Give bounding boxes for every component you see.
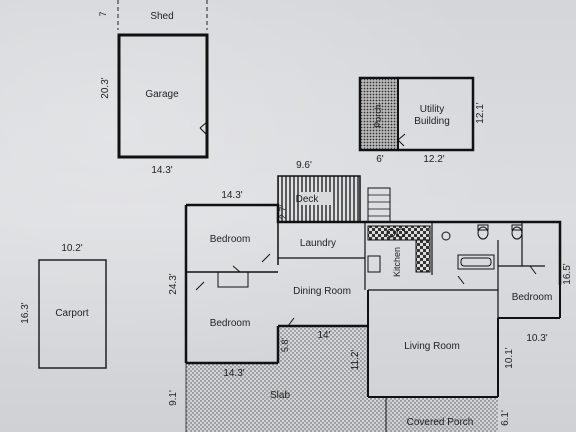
dim-11-2: 11.2' (350, 350, 361, 371)
deck-dim-width: 9.6' (296, 160, 312, 171)
carport-dim-height: 16.3' (20, 302, 31, 323)
shed-label: Shed (150, 11, 173, 22)
garage-label: Garage (145, 89, 179, 100)
house-walls (184, 203, 562, 398)
bath-fixtures (441, 224, 523, 270)
carport-dim-width: 10.2' (61, 243, 82, 254)
garage-dim-height: 20.3' (100, 77, 111, 98)
dim-bottom: 14.3' (223, 368, 244, 379)
carport: Carport 10.2' 16.3' (20, 243, 107, 369)
bedroom-nw-label: Bedroom (210, 234, 251, 245)
utility-label-2: Building (414, 116, 450, 127)
laundry-label: Laundry (300, 238, 336, 249)
kitchen-label: Kitchen (392, 247, 402, 277)
porch-label: Porch (373, 104, 383, 128)
dim-5-8: 5.8' (280, 338, 290, 353)
dim-16-5: 16.5' (562, 263, 573, 284)
bedroom-e-label: Bedroom (512, 292, 553, 303)
utility-dim-height: 12.1' (475, 102, 486, 123)
dim-top: 14.3' (221, 190, 242, 201)
covered-porch-dim: 6.1' (500, 410, 511, 426)
carport-label: Carport (55, 308, 89, 319)
garage-dim-width: 14.3' (151, 165, 172, 176)
kitchen-fixtures: Kitchen (367, 225, 431, 277)
bedroom-sw-label: Bedroom (210, 318, 251, 329)
porch-dim: 6' (376, 154, 384, 165)
dim-10-1: 10.1' (504, 347, 515, 368)
dining-label: Dining Room (293, 286, 351, 297)
deck-dim-height: 2.7' (278, 205, 288, 220)
deck-label: Deck (296, 194, 320, 205)
dim-10-3: 10.3' (526, 333, 547, 344)
garage: Garage 20.3' 14.3' (100, 33, 209, 176)
shed-dim-side: 7 (98, 11, 108, 16)
dim-14: 14' (317, 330, 330, 341)
covered-porch: Covered Porch 6.1' (385, 397, 511, 432)
slab: Slab 9.1' (168, 326, 386, 432)
slab-label: Slab (270, 390, 290, 401)
utility-building: Porch Utility Building 12.1' 6' 12.2' (358, 76, 486, 165)
living-label: Living Room (404, 341, 460, 352)
house-dimensions: 14.3' 24.3' 14.3' 5.8' 14' 11.2' 10.1' 1… (168, 190, 573, 379)
covered-porch-label: Covered Porch (407, 417, 474, 428)
utility-dim-width: 12.2' (423, 154, 444, 165)
shed: Shed 7 (98, 0, 208, 30)
slab-dim: 9.1' (168, 390, 179, 406)
utility-label-1: Utility (420, 104, 444, 115)
dim-left: 24.3' (168, 273, 179, 294)
deck: Deck 9.6' 2.7' (277, 160, 391, 223)
room-labels: Bedroom Bedroom Bedroom Laundry Dining R… (210, 234, 553, 352)
